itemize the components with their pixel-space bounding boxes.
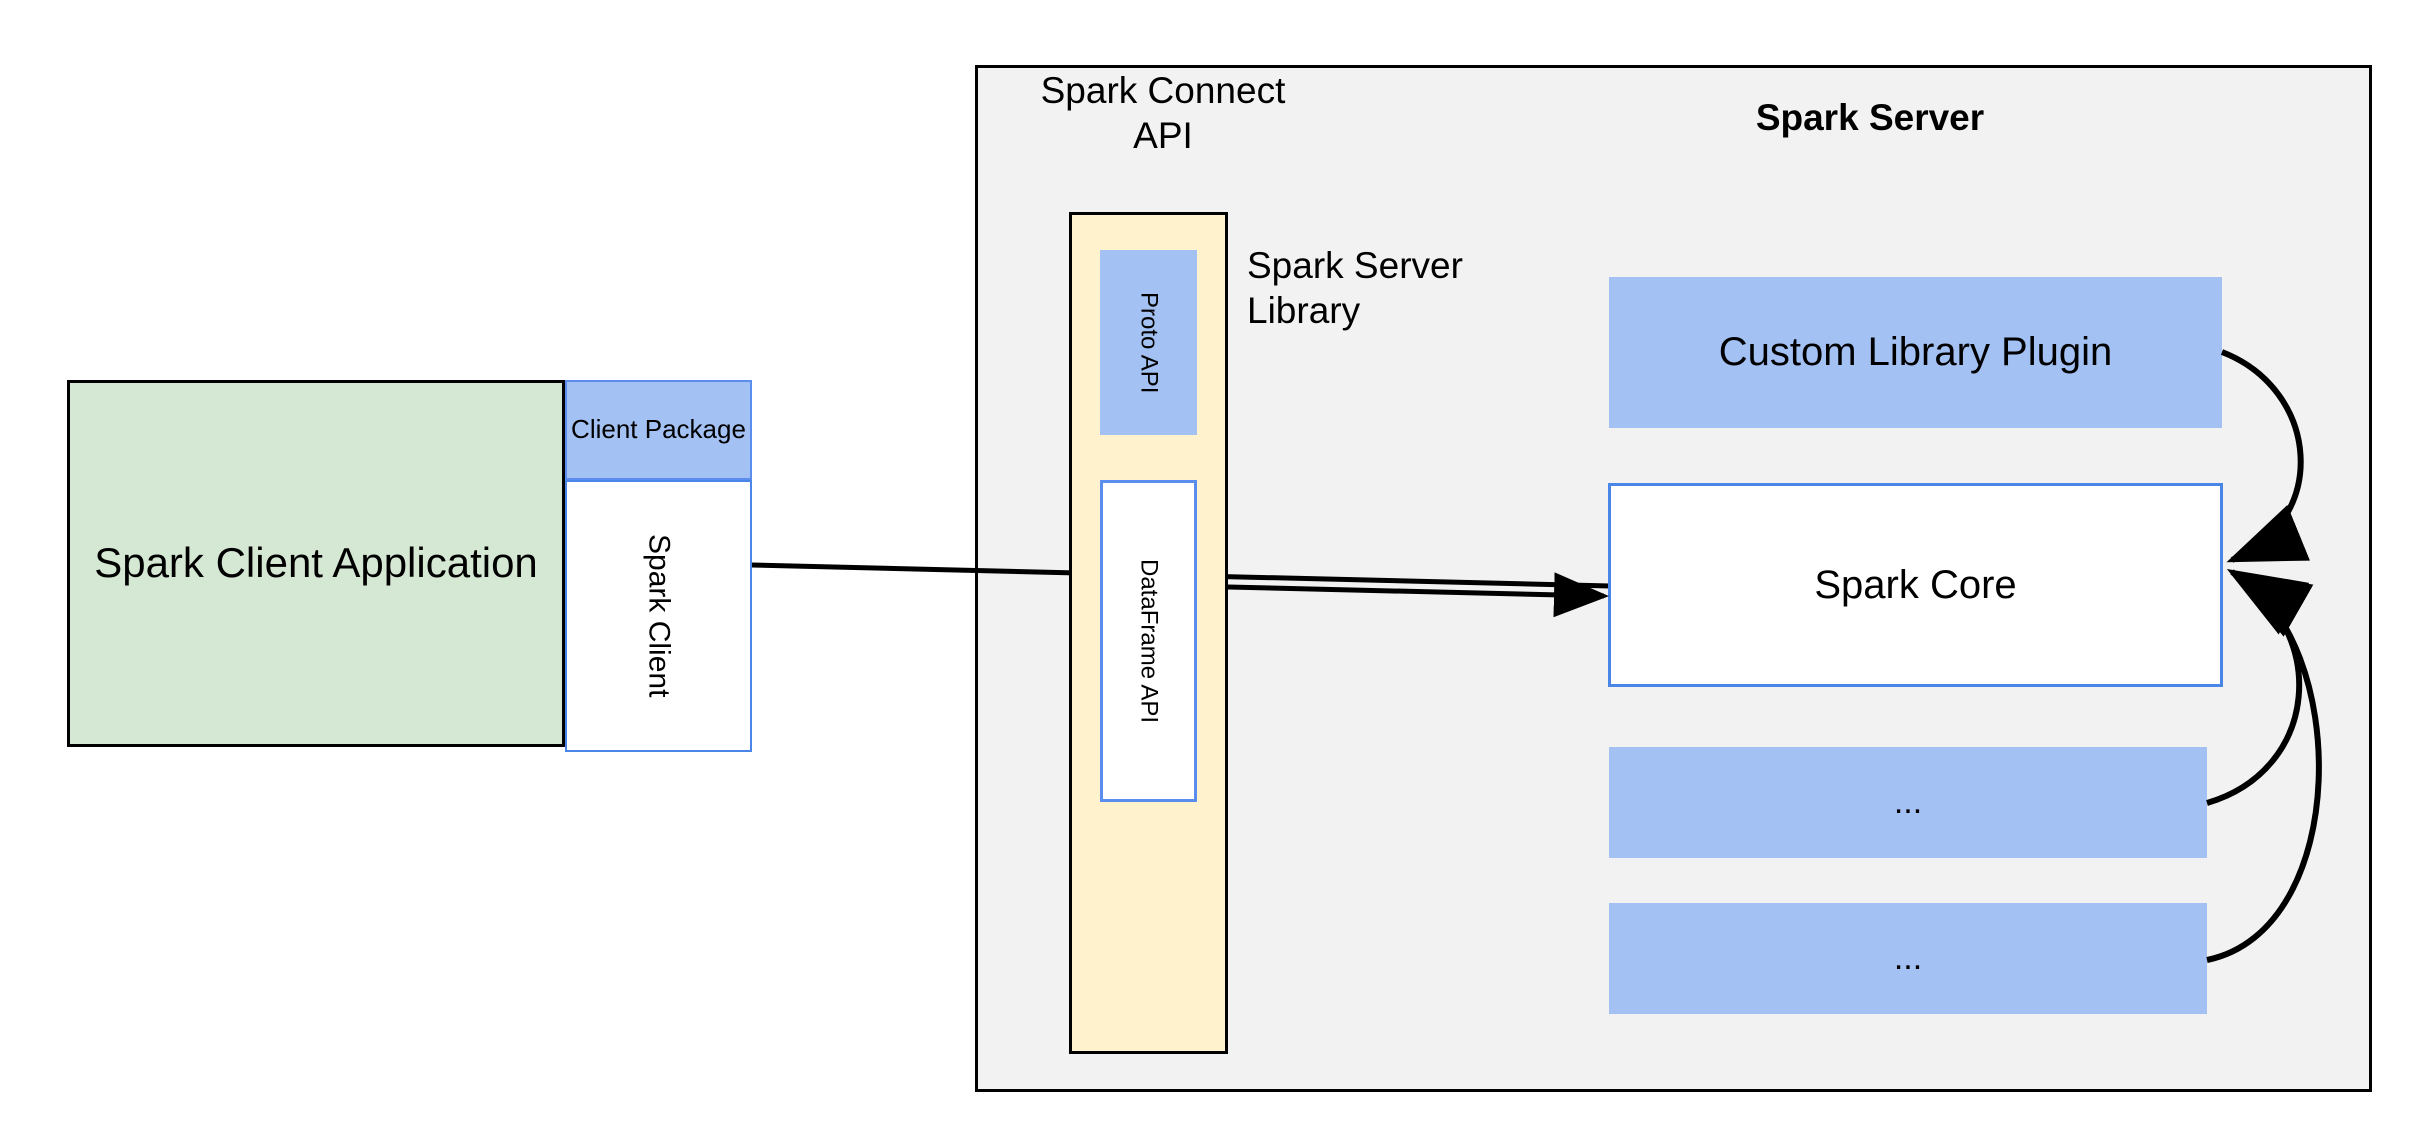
spark-client-box[interactable]: Spark Client <box>565 480 752 752</box>
spark-client-label: Spark Client <box>642 534 676 698</box>
ellipsis-box-1-label: ... <box>1893 783 1923 821</box>
ellipsis-box-2-label: ... <box>1893 939 1923 977</box>
proto-api-label: Proto API <box>1135 291 1163 394</box>
spark-core-box[interactable]: Spark Core <box>1608 483 2223 687</box>
proto-api-box[interactable]: Proto API <box>1100 250 1197 435</box>
client-package-box[interactable]: Client Package <box>565 380 752 480</box>
dataframe-api-label: DataFrame API <box>1135 558 1163 724</box>
spark-server-library-label: Spark Server Library <box>1247 245 1463 332</box>
ellipsis-box-2[interactable]: ... <box>1609 903 2207 1014</box>
custom-library-plugin-box[interactable]: Custom Library Plugin <box>1609 277 2222 428</box>
spark-client-application-label: Spark Client Application <box>94 539 538 587</box>
ellipsis-box-1[interactable]: ... <box>1609 747 2207 858</box>
spark-client-application-box[interactable]: Spark Client Application <box>67 380 565 747</box>
custom-library-plugin-label: Custom Library Plugin <box>1718 330 2113 374</box>
spark-server-title: Spark Server <box>1755 97 1985 138</box>
spark-connect-api-label: Spark Connect API <box>1040 70 1286 157</box>
spark-core-label: Spark Core <box>1814 562 2017 607</box>
dataframe-api-box[interactable]: DataFrame API <box>1100 480 1197 802</box>
client-package-label: Client Package <box>571 414 746 445</box>
